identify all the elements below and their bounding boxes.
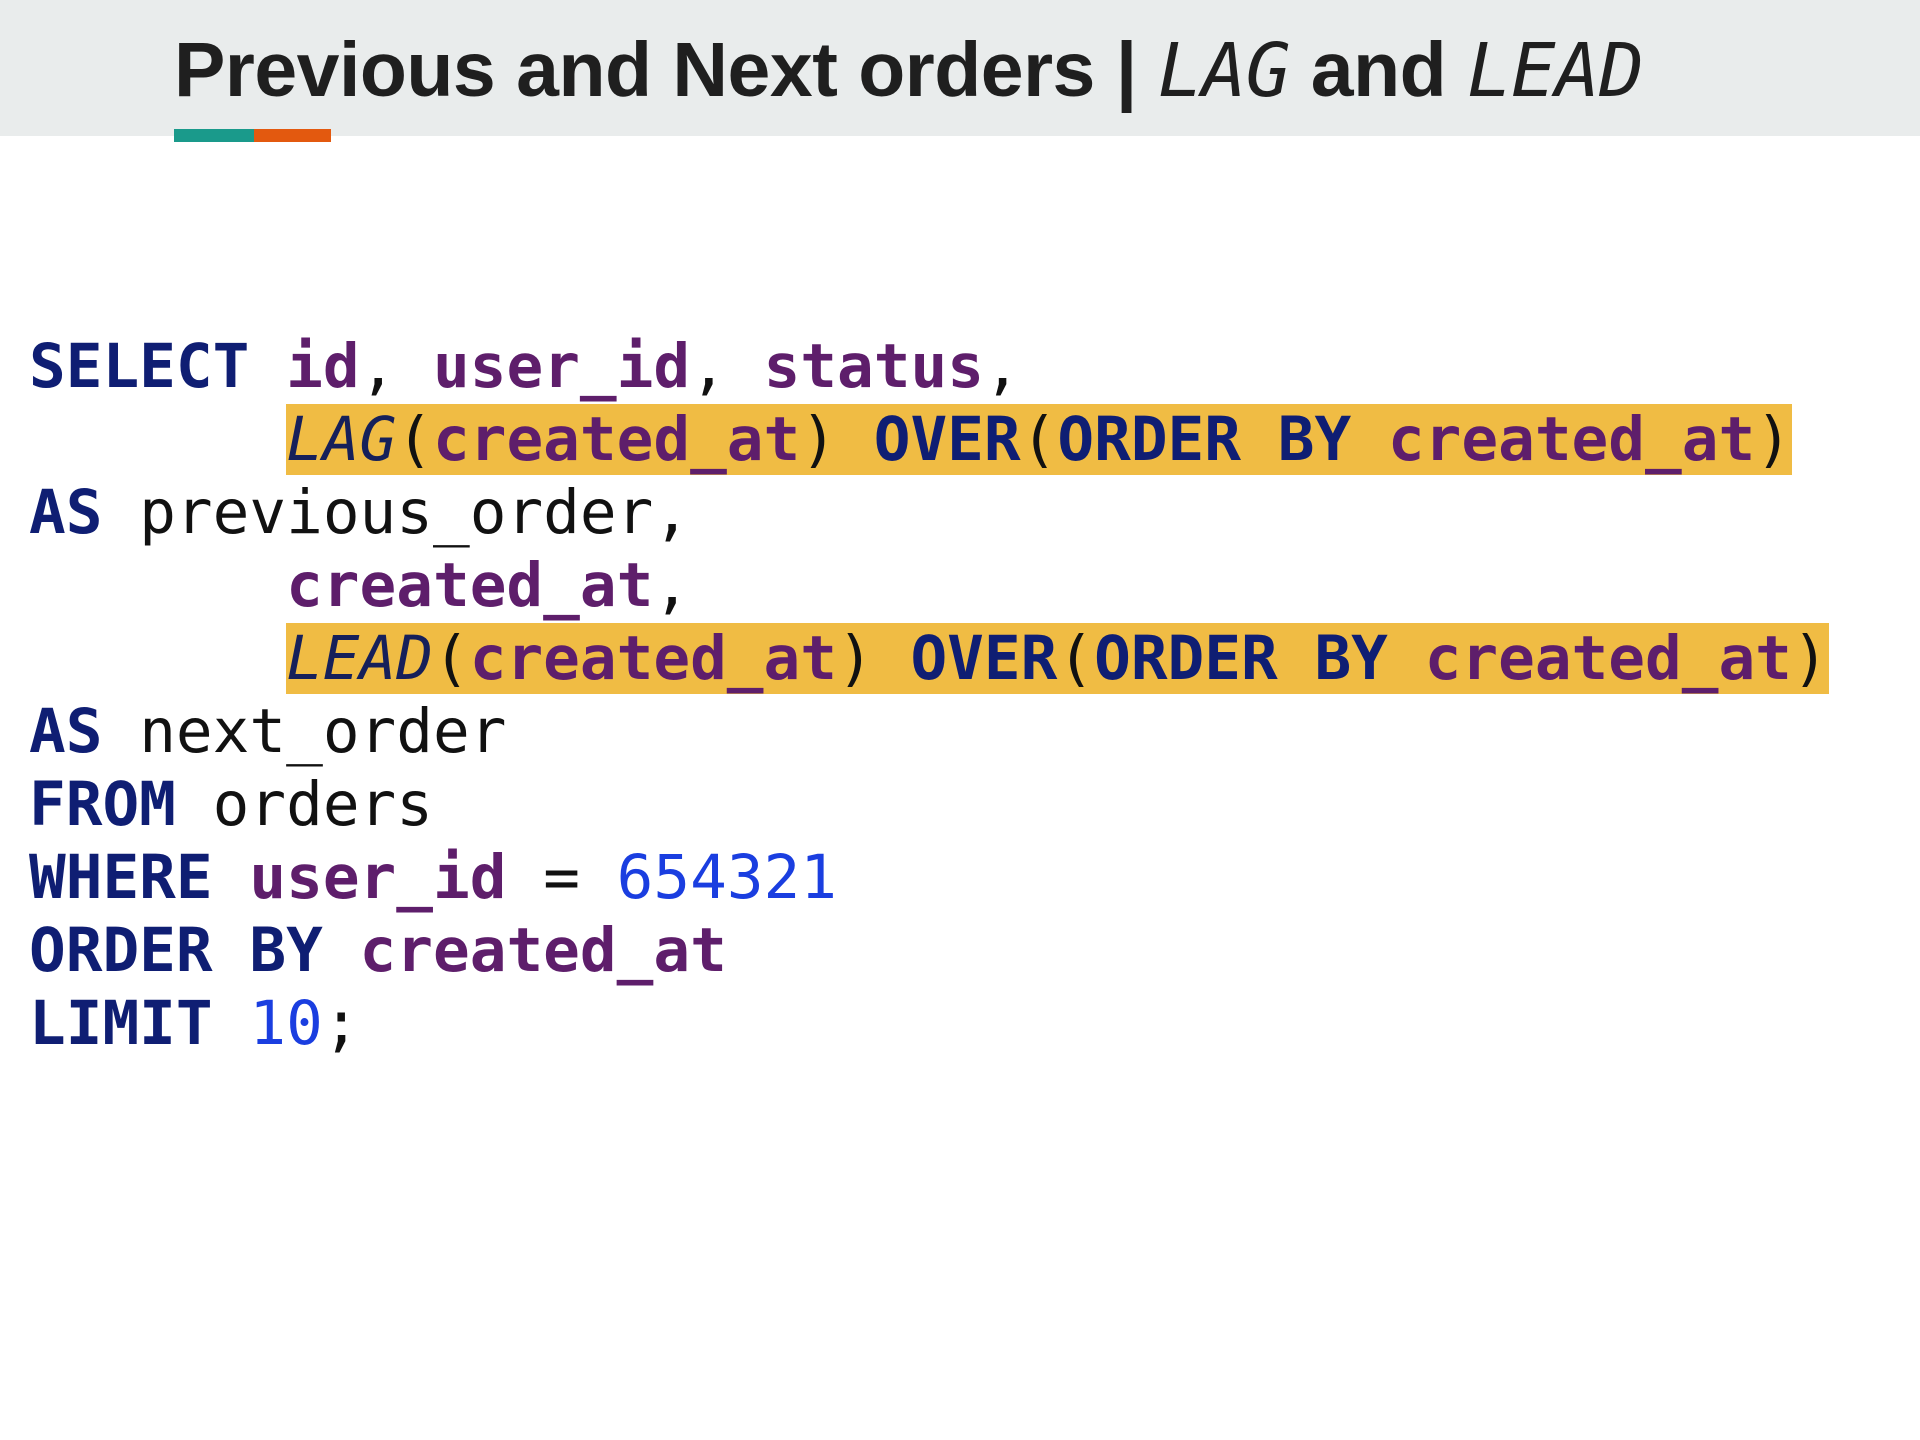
title-bar: Previous and Next orders | LAG and LEAD xyxy=(0,0,1920,136)
code-line-select: SELECT id, user_id, status, xyxy=(29,330,1829,403)
col-created-at: created_at xyxy=(1387,404,1756,475)
kw-where: WHERE xyxy=(29,842,213,913)
code-line-created-at: created_at, xyxy=(29,549,1829,622)
punct-comma: , xyxy=(983,331,1021,402)
lag-highlight: LAG(created_at) OVER(ORDER BY created_at… xyxy=(286,404,1792,475)
kw-from: FROM xyxy=(29,769,176,840)
col-user-id: user_id xyxy=(433,331,691,402)
punct-rparen: ) xyxy=(800,404,837,475)
slide-title: Previous and Next orders | LAG and LEAD xyxy=(174,20,1644,120)
accent-bar-teal xyxy=(174,129,254,142)
kw-as: AS xyxy=(29,696,103,767)
alias-previous-order: previous_order xyxy=(139,477,654,548)
punct-rparen: ) xyxy=(1791,623,1829,694)
punct-lparen: ( xyxy=(432,623,470,694)
col-created-at: created_at xyxy=(1424,623,1792,694)
sql-code-block: SELECT id, user_id, status, LAG(created_… xyxy=(29,330,1829,1060)
kw-select: SELECT xyxy=(29,331,250,402)
title-lag: LAG xyxy=(1157,28,1291,114)
col-created-at: created_at xyxy=(469,623,837,694)
code-line-limit: LIMIT 10; xyxy=(29,987,1829,1060)
code-line-from: FROM orders xyxy=(29,768,1829,841)
punct-rparen: ) xyxy=(836,623,874,694)
kw-as: AS xyxy=(29,477,103,548)
accent-bar-orange xyxy=(254,129,331,142)
kw-over: OVER xyxy=(873,404,1021,475)
col-created-at: created_at xyxy=(286,550,654,621)
code-line-lag: LAG(created_at) OVER(ORDER BY created_at… xyxy=(29,403,1829,476)
punct-comma: , xyxy=(653,550,691,621)
table-orders: orders xyxy=(212,769,433,840)
code-line-lead: LEAD(created_at) OVER(ORDER BY created_a… xyxy=(29,622,1829,695)
col-user-id: user_id xyxy=(249,842,507,913)
code-line-where: WHERE user_id = 654321 xyxy=(29,841,1829,914)
col-created-at: created_at xyxy=(433,404,801,475)
kw-order-by: ORDER BY xyxy=(1094,623,1388,694)
kw-over: OVER xyxy=(910,623,1058,694)
kw-order-by: ORDER BY xyxy=(1057,404,1352,475)
fn-lag: LAG xyxy=(286,404,397,475)
num-user-value: 654321 xyxy=(616,842,838,913)
punct-lparen: ( xyxy=(1057,623,1095,694)
punct-semicolon: ; xyxy=(322,988,360,1059)
col-id: id xyxy=(286,331,360,402)
col-status: status xyxy=(763,331,984,402)
punct-lparen: ( xyxy=(396,404,433,475)
title-lead: LEAD xyxy=(1467,28,1644,114)
punct-comma: , xyxy=(690,331,727,402)
col-created-at: created_at xyxy=(359,915,727,986)
title-text: Previous and Next orders | xyxy=(174,27,1158,113)
fn-lead: LEAD xyxy=(286,623,433,694)
op-equals: = xyxy=(543,842,580,913)
lead-highlight: LEAD(created_at) OVER(ORDER BY created_a… xyxy=(286,623,1829,694)
alias-next-order: next_order xyxy=(139,696,507,767)
num-limit-value: 10 xyxy=(249,988,323,1059)
punct-comma: , xyxy=(653,477,691,548)
code-line-as-previous: AS previous_order, xyxy=(29,476,1829,549)
punct-lparen: ( xyxy=(1020,404,1058,475)
punct-rparen: ) xyxy=(1755,404,1792,475)
kw-limit: LIMIT xyxy=(29,988,213,1059)
code-line-order-by: ORDER BY created_at xyxy=(29,914,1829,987)
punct-comma: , xyxy=(359,331,397,402)
title-and: and xyxy=(1289,27,1468,113)
kw-order-by: ORDER BY xyxy=(29,915,323,986)
code-line-as-next: AS next_order xyxy=(29,695,1829,768)
